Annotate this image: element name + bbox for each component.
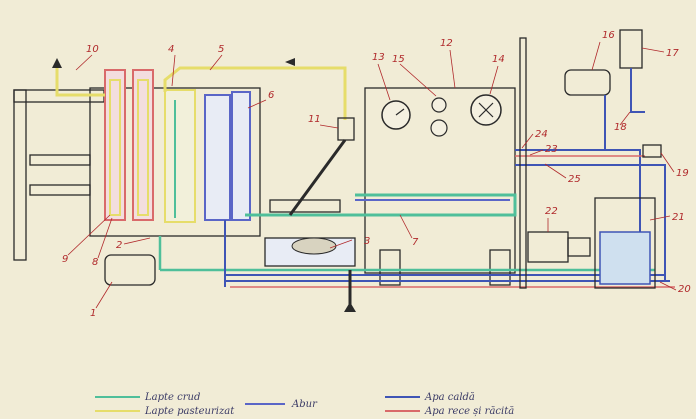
legend-steam: Abur (291, 399, 318, 410)
label-23: 23 (545, 144, 558, 155)
label-25: 25 (568, 174, 581, 185)
pasteurizer-housing (89, 87, 261, 237)
stand-pipe (519, 37, 527, 289)
label-21: 21 (672, 212, 685, 223)
legend-cold-water: Apa rece și răcită (424, 406, 514, 417)
flow-arrow-icon (285, 58, 295, 66)
bottom-pipes (158, 149, 675, 312)
label-24: 24 (535, 129, 548, 140)
vent-pipe (55, 68, 105, 97)
legend-hot-water: Apa caldă (424, 392, 475, 403)
legend-pasteurized-milk: Lapte pasteurizat (144, 406, 235, 417)
label-9: 9 (62, 254, 68, 265)
vent-arrow-icon (52, 58, 62, 68)
label-6: 6 (268, 90, 274, 101)
label-18: 18 (614, 122, 627, 133)
label-2: 2 (116, 240, 122, 251)
label-1: 1 (90, 308, 96, 319)
label-8: 8 (92, 257, 98, 268)
label-13: 13 (372, 52, 385, 63)
cooling-tank (594, 197, 656, 289)
label-22: 22 (545, 206, 558, 217)
compressor (564, 69, 611, 96)
legend-raw-milk: Lapte crud (144, 392, 200, 403)
valve-19 (642, 144, 662, 158)
label-17: 17 (666, 48, 679, 59)
label-15: 15 (392, 54, 405, 65)
pump-1 (104, 254, 156, 286)
pasteurized-return-pipe (163, 66, 347, 120)
label-19: 19 (676, 168, 689, 179)
label-11: 11 (308, 114, 321, 125)
heating-tubes (104, 69, 251, 223)
label-16: 16 (602, 30, 615, 41)
inlet-arrow-icon (344, 302, 356, 312)
control-panel (364, 87, 516, 274)
label-3: 3 (364, 236, 370, 247)
label-14: 14 (492, 54, 505, 65)
label-5: 5 (218, 44, 224, 55)
label-12: 12 (440, 38, 453, 49)
raw-milk-line (245, 193, 517, 217)
label-10: 10 (86, 44, 99, 55)
diagonal-pipe (288, 139, 347, 216)
label-7: 7 (412, 237, 419, 248)
gauges (381, 94, 502, 137)
valve-11 (337, 117, 355, 141)
label-4: 4 (168, 44, 174, 55)
label-20: 20 (678, 284, 691, 295)
